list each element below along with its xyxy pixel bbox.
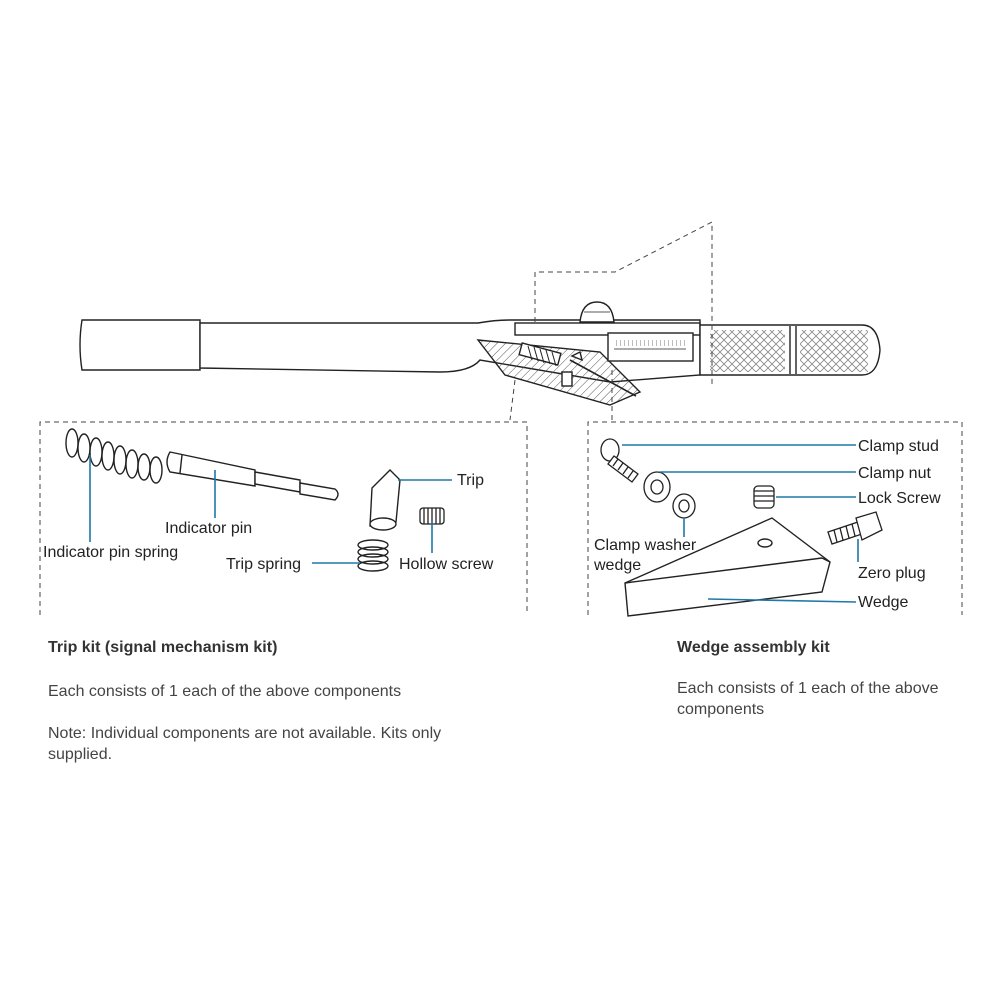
label-indicator-pin-spring: Indicator pin spring bbox=[43, 544, 178, 561]
label-clamp-washer-line2: wedge bbox=[593, 557, 641, 574]
trip-spring bbox=[357, 539, 389, 572]
label-clamp-nut: Clamp nut bbox=[858, 465, 931, 482]
magnifier-guides bbox=[509, 221, 713, 421]
label-trip-spring: Trip spring bbox=[226, 556, 301, 573]
label-clamp-stud: Clamp stud bbox=[858, 438, 939, 455]
trip-kit-leaders bbox=[89, 455, 452, 564]
lock-screw bbox=[753, 485, 775, 509]
wedge-kit-box bbox=[587, 421, 963, 615]
label-trip: Trip bbox=[457, 472, 484, 489]
label-wedge: Wedge bbox=[858, 594, 909, 611]
clamp-washer bbox=[672, 493, 696, 519]
wedge-kit-desc: Each consists of 1 each of the above com… bbox=[677, 680, 939, 718]
label-clamp-washer-line1: Clamp washer bbox=[594, 537, 697, 554]
clamp-nut bbox=[643, 471, 671, 503]
trip-kit-box bbox=[39, 421, 528, 615]
wedge-block bbox=[624, 517, 831, 617]
clamp-stud bbox=[600, 438, 639, 483]
trip-kit-note: Note: Individual components are not avai… bbox=[48, 725, 442, 763]
wrench-head bbox=[79, 319, 201, 371]
torque-wrench bbox=[79, 301, 881, 406]
label-indicator-pin: Indicator pin bbox=[165, 520, 252, 537]
label-lock-screw: Lock Screw bbox=[858, 490, 941, 507]
label-zero-plug: Zero plug bbox=[858, 565, 926, 582]
indicator-pin-spring bbox=[65, 428, 163, 484]
wedge-kit-leaders bbox=[622, 444, 859, 603]
hollow-screw bbox=[419, 507, 445, 525]
sectioned-view bbox=[476, 339, 642, 406]
inner-mechanism bbox=[518, 342, 637, 397]
trip-kit-title: Trip kit (signal mechanism kit) bbox=[48, 639, 278, 656]
wedge-kit-title: Wedge assembly kit bbox=[677, 639, 830, 656]
indicator-pin bbox=[166, 451, 339, 501]
label-hollow-screw: Hollow screw bbox=[399, 556, 494, 573]
trip bbox=[369, 469, 401, 531]
zero-plug bbox=[827, 511, 883, 545]
trip-kit-desc: Each consists of 1 each of the above com… bbox=[48, 683, 402, 700]
